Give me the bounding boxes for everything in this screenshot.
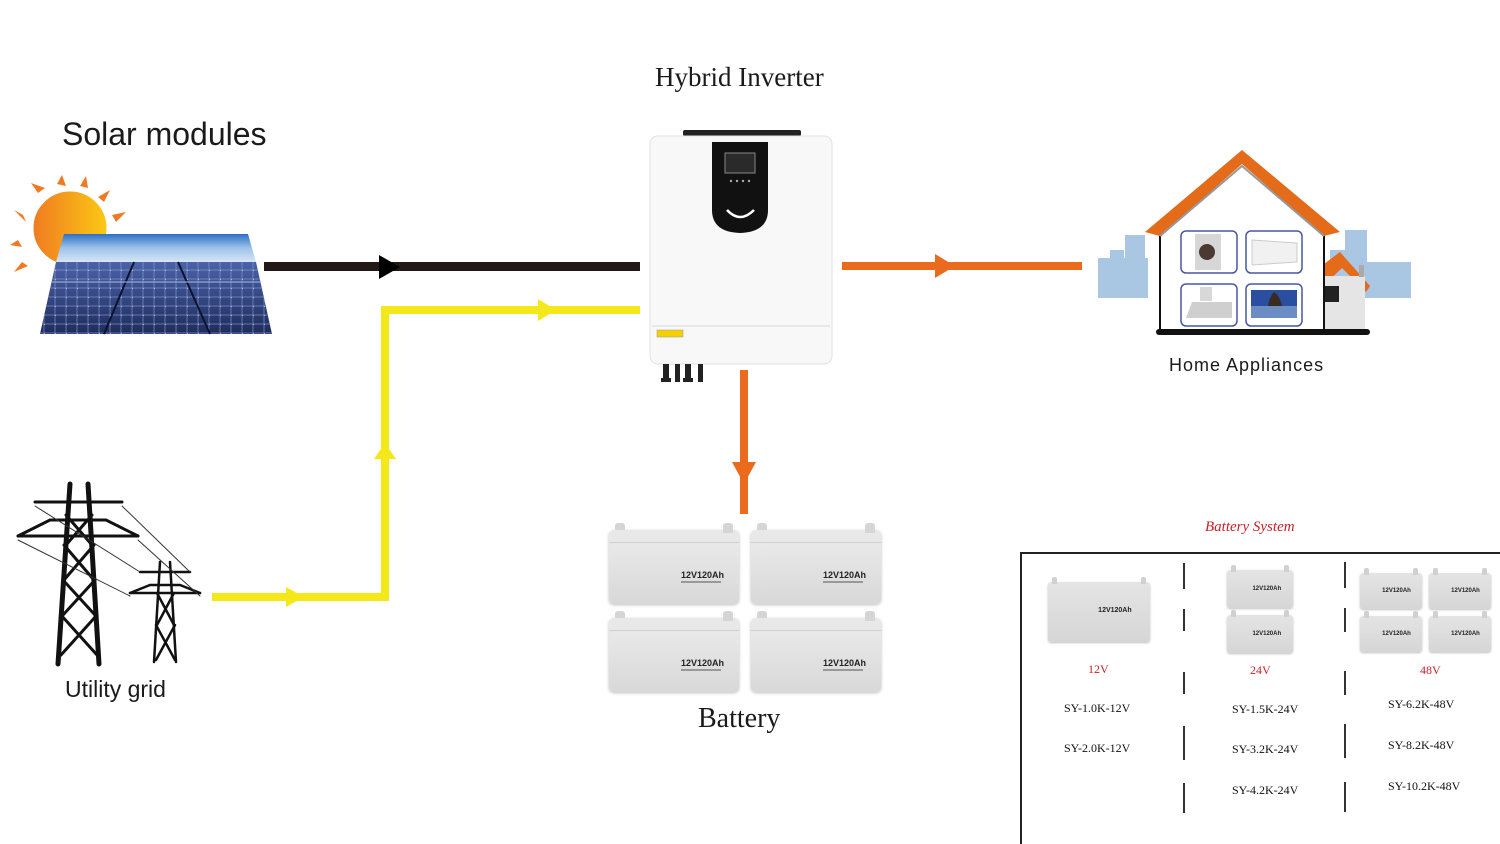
- battery-system-battery-label: 12V120Ah: [1382, 588, 1411, 595]
- column-separator: [1344, 782, 1346, 812]
- battery-system-battery: 12V120Ah: [1048, 577, 1150, 642]
- model-item: SY-2.0K-12V: [1064, 741, 1131, 755]
- column-separator: [1344, 608, 1346, 632]
- flow-grid-to-inverter: [212, 299, 640, 607]
- model-item: SY-6.2K-48V: [1388, 697, 1455, 711]
- solar-label: Solar modules: [62, 116, 267, 152]
- column-separator: [1344, 562, 1346, 588]
- model-item: SY-8.2K-48V: [1388, 738, 1455, 752]
- column-separator: [1183, 609, 1185, 631]
- diagram-canvas: [10, 130, 1411, 667]
- column-separator: [1344, 671, 1346, 695]
- solar-panel-icon: [40, 234, 272, 335]
- battery-system-battery-label: 12V120Ah: [1382, 631, 1411, 638]
- voltage-label-24v: 24V: [1250, 663, 1271, 677]
- battery-system-battery: 12V120Ah: [1360, 611, 1422, 652]
- inverter-icon: [649, 130, 833, 382]
- voltage-label-48v: 48V: [1420, 663, 1441, 677]
- inverter-label: Hybrid Inverter: [655, 62, 824, 92]
- column-separator: [1183, 726, 1185, 760]
- battery-system-battery-label: 12V120Ah: [1252, 630, 1282, 637]
- battery-system-battery: 12V120Ah: [1429, 611, 1491, 652]
- home-label: Home Appliances: [1169, 355, 1325, 375]
- grid-label: Utility grid: [65, 676, 166, 702]
- model-item: SY-10.2K-48V: [1388, 779, 1461, 793]
- battery-system-table: 12V120Ah 12V SY-1.0K-12V SY-2.0K-12V 12V…: [1020, 552, 1500, 844]
- battery-unit: 12V120Ah: [751, 523, 881, 604]
- battery-system-battery: 12V120Ah: [1227, 610, 1293, 653]
- flow-solar-to-inverter: [264, 255, 640, 279]
- battery-system-battery-label: 12V120Ah: [1451, 631, 1480, 638]
- battery-system-battery-label: 12V120Ah: [1252, 585, 1282, 592]
- battery-system-battery: 12V120Ah: [1227, 565, 1293, 608]
- model-item: SY-1.5K-24V: [1232, 702, 1299, 716]
- model-item: SY-4.2K-24V: [1232, 783, 1299, 797]
- column-separator: [1183, 563, 1185, 589]
- power-tower-icon: [16, 481, 202, 667]
- battery-system-battery-label: 12V120Ah: [1098, 607, 1132, 615]
- battery-unit-label: 12V120Ah: [823, 570, 867, 580]
- battery-unit: 12V120Ah: [751, 611, 881, 692]
- column-separator: [1183, 672, 1185, 694]
- home-icon: [1098, 150, 1411, 335]
- model-item: SY-3.2K-24V: [1232, 742, 1299, 756]
- flow-inverter-to-battery: [732, 370, 756, 514]
- battery-unit-label: 12V120Ah: [823, 658, 867, 668]
- column-separator: [1344, 724, 1346, 758]
- battery-system-battery-label: 12V120Ah: [1451, 588, 1480, 595]
- battery-label: Battery: [698, 703, 781, 734]
- battery-system-battery: 12V120Ah: [1429, 568, 1491, 609]
- column-separator: [1183, 783, 1185, 813]
- battery-unit-label: 12V120Ah: [681, 570, 725, 580]
- battery-unit: 12V120Ah: [609, 523, 739, 604]
- flow-inverter-to-home: [842, 254, 1082, 278]
- voltage-label-12v: 12V: [1088, 662, 1109, 676]
- battery-unit: 12V120Ah: [609, 611, 739, 692]
- battery-unit-label: 12V120Ah: [681, 658, 725, 668]
- battery-system-title: Battery System: [1205, 519, 1295, 535]
- battery-system-battery: 12V120Ah: [1360, 568, 1422, 609]
- model-item: SY-1.0K-12V: [1064, 701, 1131, 715]
